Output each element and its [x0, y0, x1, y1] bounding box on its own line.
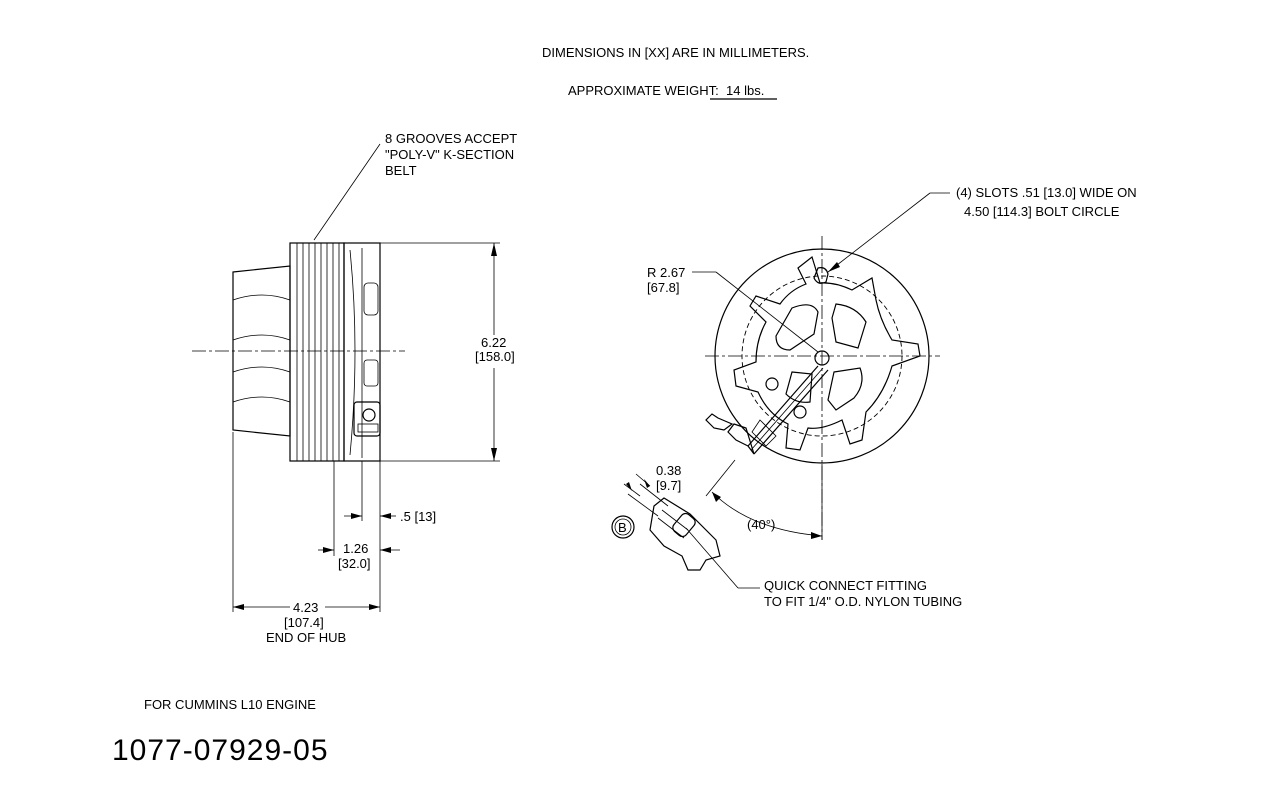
- weight-label: APPROXIMATE WEIGHT:: [568, 83, 719, 98]
- diameter-value-mm: [158.0]: [475, 349, 515, 364]
- center-hole: [814, 350, 830, 366]
- slot: [813, 267, 829, 284]
- pulley-grooves: [289, 242, 345, 462]
- slots-note-line2: 4.50 [114.3] BOLT CIRCLE: [964, 204, 1120, 219]
- fitting-offset: 0.38: [656, 463, 681, 478]
- fitting-offset-mm: [9.7]: [656, 478, 681, 493]
- angle-value: (40°): [747, 517, 775, 532]
- window-cutout-4: [785, 371, 813, 403]
- fitting-note-line1: QUICK CONNECT FITTING: [764, 578, 927, 593]
- side-view: 8 GROOVES ACCEPT "POLY-V" K-SECTION BELT…: [192, 131, 517, 645]
- flange-outline: [733, 255, 921, 451]
- grooves-leader: [313, 143, 381, 241]
- grooves-note-line1: 8 GROOVES ACCEPT: [385, 131, 517, 146]
- dim-small: .5 [13]: [400, 509, 436, 524]
- bolt-hole-2: [793, 405, 807, 419]
- part-number: 1077-07929-05: [112, 734, 329, 767]
- radius-value: R 2.67: [647, 265, 685, 280]
- grooves-note-line3: BELT: [385, 163, 417, 178]
- engine-note: FOR CUMMINS L10 ENGINE: [144, 697, 316, 712]
- dim-hub: 4.23: [293, 600, 318, 615]
- window-cutout-2: [831, 303, 867, 349]
- groove-lines: [296, 243, 340, 461]
- radius-leader: [715, 271, 819, 353]
- dim-mid: 1.26: [343, 541, 368, 556]
- detail-marker-label: B: [618, 520, 627, 535]
- side-fitting: [353, 401, 381, 437]
- grooves-note-line2: "POLY-V" K-SECTION: [385, 147, 514, 162]
- dim-hub-label: END OF HUB: [266, 630, 346, 645]
- slots-note-line1: (4) SLOTS .51 [13.0] WIDE ON: [956, 185, 1137, 200]
- dim-mid-mm: [32.0]: [338, 556, 371, 571]
- fitting-note-line2: TO FIT 1/4" O.D. NYLON TUBING: [764, 594, 962, 609]
- bolt-hole-1: [765, 377, 779, 391]
- front-view: R 2.67 [67.8] (4) SLOTS .51 [13.0] WIDE …: [611, 185, 1137, 609]
- radius-value-mm: [67.8]: [647, 280, 680, 295]
- angle-arc: [711, 491, 823, 537]
- air-tube: [705, 365, 829, 455]
- window-cutout-3: [827, 367, 863, 411]
- slots-leader: [827, 192, 931, 273]
- pulley-outer-circle: [714, 248, 930, 464]
- dim-hub-mm: [107.4]: [284, 615, 324, 630]
- dimensions-note: DIMENSIONS IN [XX] ARE IN MILLIMETERS.: [542, 45, 809, 60]
- fitting-leader: [685, 527, 739, 589]
- diameter-value: 6.22: [481, 335, 506, 350]
- bolt-circle: [741, 275, 903, 437]
- weight-value: 14 lbs.: [726, 83, 764, 98]
- window-cutout-1: [775, 304, 819, 351]
- detail-marker-circle: [611, 515, 635, 539]
- detail-b-fitting: [623, 473, 721, 571]
